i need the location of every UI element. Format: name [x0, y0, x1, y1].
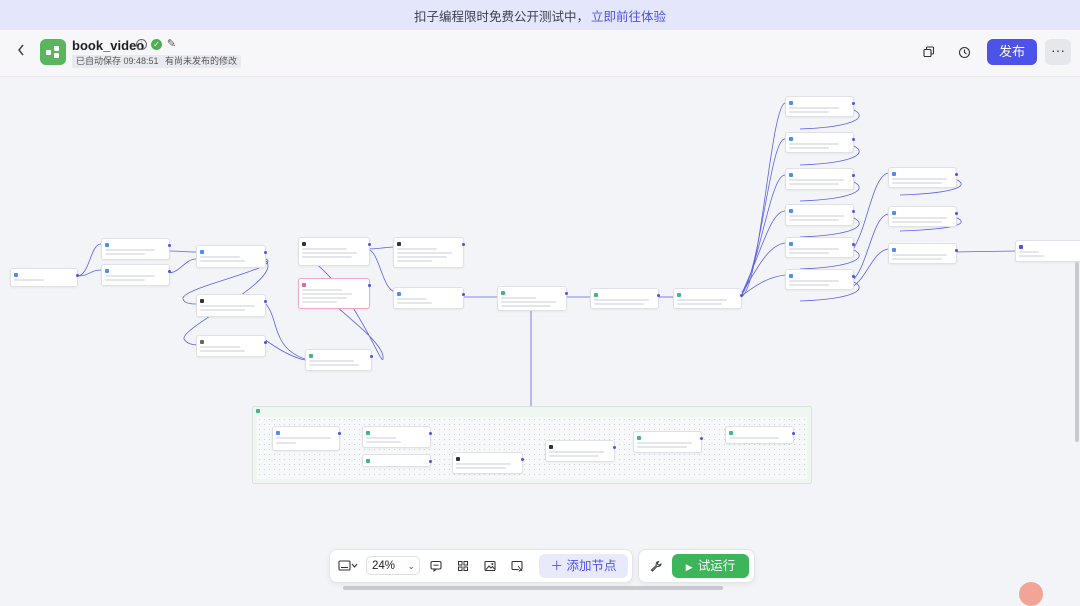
- chevron-left-icon: [18, 44, 24, 56]
- banner-text: 扣子编程限时免费公开测试中，: [413, 9, 589, 24]
- app-logo: [40, 39, 66, 65]
- zoom-value: 24%: [372, 560, 396, 572]
- workflow-node[interactable]: [362, 454, 432, 467]
- autosave-status: 已自动保存 09:48:51: [72, 55, 163, 68]
- chevron-down-icon: ⌄: [407, 561, 415, 571]
- workflow-node[interactable]: [785, 269, 855, 290]
- grid-icon: [458, 561, 468, 571]
- workflow-node[interactable]: [785, 168, 855, 190]
- workflow-node[interactable]: [272, 426, 341, 451]
- loop-node-header: [256, 409, 260, 413]
- layout-mode-button[interactable]: [336, 558, 360, 574]
- workflow-node[interactable]: [10, 268, 79, 287]
- workflow-node[interactable]: [298, 278, 371, 309]
- workflow-node[interactable]: [1015, 240, 1080, 262]
- publish-button[interactable]: 发布: [987, 39, 1037, 65]
- play-icon: ▶: [685, 562, 693, 572]
- workflow-node[interactable]: [545, 440, 616, 462]
- run-toolbar: ▶ 试运行: [638, 549, 755, 583]
- monitor-icon: [338, 560, 358, 571]
- vertical-scrollbar[interactable]: [1075, 262, 1079, 442]
- workflow-node[interactable]: [393, 287, 465, 309]
- workflow-node[interactable]: [888, 167, 958, 188]
- workflow-node[interactable]: [633, 431, 703, 453]
- connection-lines: [76, 102, 1016, 460]
- workflow-node[interactable]: [305, 349, 373, 371]
- edit-icon[interactable]: ✎: [166, 38, 177, 50]
- history-icon: [958, 46, 970, 58]
- more-button[interactable]: ···: [1045, 39, 1071, 65]
- back-button[interactable]: [16, 43, 30, 61]
- title-icons: i ✓ ✎: [136, 39, 177, 50]
- workflow-node[interactable]: [393, 237, 465, 268]
- image-icon: [484, 560, 496, 572]
- image-export-button[interactable]: [482, 558, 498, 574]
- check-circle-icon: ✓: [151, 39, 162, 50]
- workflow-logo-icon: [46, 46, 59, 58]
- workflow-node[interactable]: [888, 206, 958, 227]
- history-button[interactable]: [952, 40, 976, 64]
- comment-button[interactable]: [428, 558, 444, 574]
- workflow-node[interactable]: [196, 245, 267, 268]
- workflow-node[interactable]: [888, 243, 958, 264]
- workflow-node[interactable]: [452, 452, 524, 474]
- avatar[interactable]: [1019, 582, 1043, 606]
- workflow-title: book_video: [72, 38, 145, 53]
- comment-icon: [430, 560, 442, 572]
- workflow-node[interactable]: [673, 288, 743, 309]
- workflow-node[interactable]: [785, 132, 855, 153]
- workflow-node[interactable]: [101, 238, 171, 260]
- add-node-button[interactable]: ＋ 添加节点: [539, 554, 628, 578]
- copy-button[interactable]: [917, 40, 941, 64]
- test-run-button[interactable]: ▶ 试运行: [672, 554, 749, 578]
- loop-node[interactable]: [252, 406, 812, 484]
- workflow-node[interactable]: [196, 335, 267, 357]
- copy-icon: [923, 46, 935, 58]
- workflow-node[interactable]: [101, 264, 171, 286]
- info-icon[interactable]: i: [136, 39, 147, 50]
- minimap-button[interactable]: [455, 558, 471, 574]
- pointer-mode-button[interactable]: [509, 558, 525, 574]
- debug-settings-button[interactable]: [648, 558, 664, 574]
- banner-link[interactable]: 立即前往体验: [591, 9, 667, 24]
- workflow-header: book_video i ✓ ✎ 已自动保存 09:48:51 有尚未发布的修改…: [0, 30, 1080, 77]
- canvas-toolbar: 24% ⌄ ＋ 添加节点: [329, 549, 633, 583]
- test-run-label: 试运行: [697, 559, 736, 573]
- workflow-node[interactable]: [785, 204, 855, 226]
- workflow-node[interactable]: [590, 288, 660, 309]
- wrench-icon: [650, 560, 662, 572]
- workflow-node[interactable]: [497, 286, 568, 311]
- workflow-node[interactable]: [196, 294, 267, 317]
- horizontal-scrollbar[interactable]: [343, 586, 723, 590]
- loop-body: [257, 417, 807, 479]
- workflow-node[interactable]: [362, 426, 432, 448]
- unpublished-badge: 有尚未发布的修改: [161, 55, 242, 68]
- cursor-box-icon: [511, 560, 523, 572]
- workflow-node[interactable]: [785, 237, 855, 258]
- zoom-select[interactable]: 24% ⌄: [366, 556, 420, 575]
- workflow-canvas[interactable]: [0, 77, 1080, 592]
- workflow-node[interactable]: [725, 426, 795, 444]
- announcement-banner: 扣子编程限时免费公开测试中， 立即前往体验: [0, 0, 1080, 30]
- workflow-node[interactable]: [785, 96, 855, 117]
- workflow-node[interactable]: [298, 237, 371, 266]
